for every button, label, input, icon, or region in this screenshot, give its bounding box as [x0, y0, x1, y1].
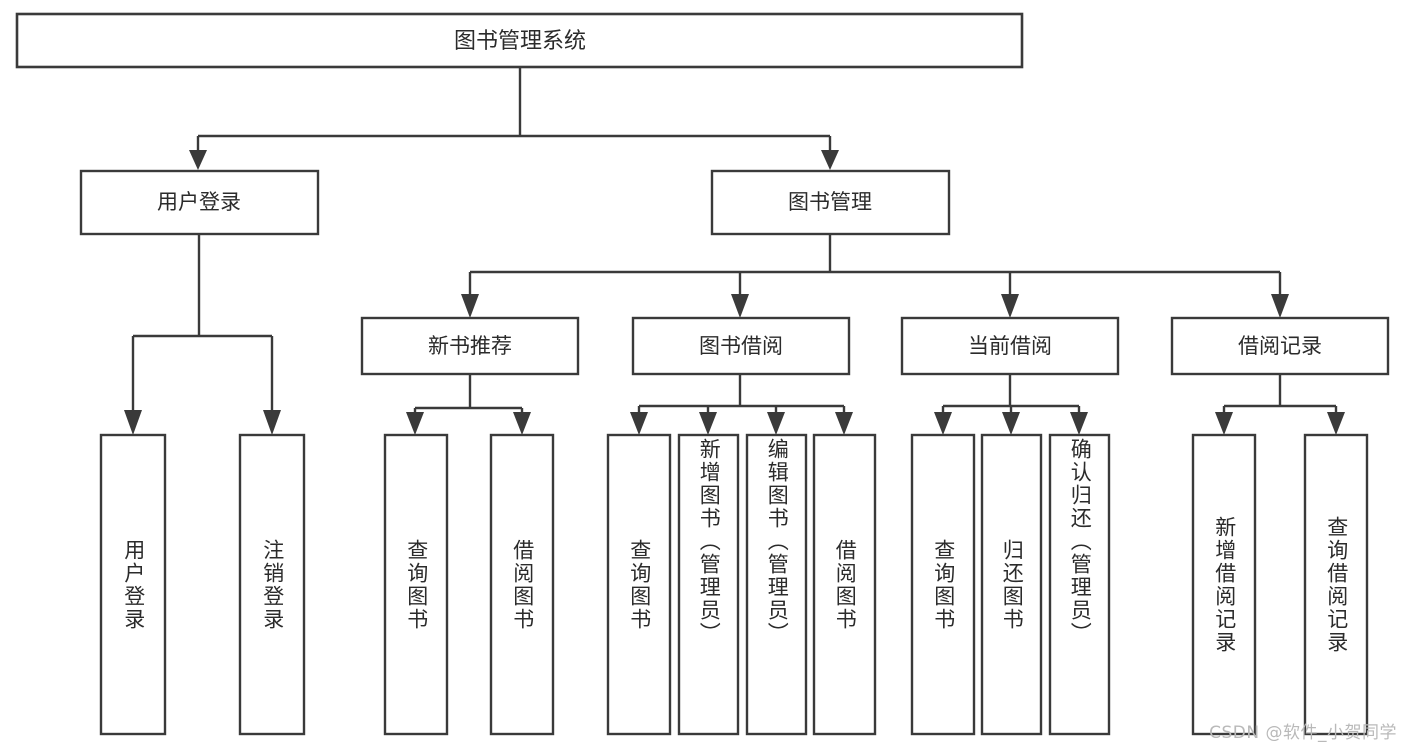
- arrow-to-leaf-return-book: [1002, 412, 1020, 435]
- leaf-user-login-box[interactable]: [99, 433, 167, 736]
- leaf-add-record-box[interactable]: [1191, 433, 1257, 736]
- arrow-to-leaf-add-book: [699, 412, 717, 435]
- leaf-add-book-box[interactable]: [677, 433, 740, 736]
- leaf-confirm-return-box[interactable]: [1048, 433, 1111, 736]
- arrow-to-new-book-recommend: [461, 294, 479, 318]
- arrow-to-leaf-add-record: [1215, 412, 1233, 435]
- node-book-borrow[interactable]: 图书借阅: [631, 316, 851, 376]
- node-borrow-record[interactable]: 借阅记录: [1170, 316, 1390, 376]
- node-borrow-record-box[interactable]: [1170, 316, 1390, 376]
- node-user-login[interactable]: 用户登录: [79, 169, 320, 236]
- arrow-to-leaf-query-book-2: [630, 412, 648, 435]
- node-current-borrow-box[interactable]: [900, 316, 1120, 376]
- node-new-book-recommend-label: 新书推荐: [428, 334, 512, 358]
- leaf-borrow-book-1-box[interactable]: [489, 433, 555, 736]
- node-user-login-box[interactable]: [79, 169, 320, 236]
- leaf-query-book-2-box[interactable]: [606, 433, 672, 736]
- arrow-to-leaf-edit-book: [767, 412, 785, 435]
- node-current-borrow[interactable]: 当前借阅: [900, 316, 1120, 376]
- node-book-management[interactable]: 图书管理: [710, 169, 951, 236]
- node-book-borrow-box[interactable]: [631, 316, 851, 376]
- arrow-to-leaf-user-logout: [263, 410, 281, 435]
- arrow-to-book-borrow: [731, 294, 749, 318]
- leaf-borrow-book-2-box[interactable]: [812, 433, 877, 736]
- arrow-to-leaf-query-record: [1327, 412, 1345, 435]
- arrow-root-to-book-management: [821, 150, 839, 170]
- arrow-to-leaf-borrow-book-1: [513, 412, 531, 435]
- arrow-to-leaf-user-login: [124, 410, 142, 435]
- node-borrow-record-label: 借阅记录: [1238, 334, 1322, 358]
- leaf-return-book-box[interactable]: [980, 433, 1043, 736]
- node-new-book-recommend[interactable]: 新书推荐: [360, 316, 580, 376]
- node-book-borrow-label: 图书借阅: [699, 334, 783, 358]
- arrow-to-leaf-confirm-return: [1070, 412, 1088, 435]
- leaf-query-book-3-box[interactable]: [910, 433, 976, 736]
- node-user-login-label: 用户登录: [157, 190, 241, 214]
- arrow-to-leaf-query-book-1: [406, 412, 424, 435]
- leaf-edit-book-box[interactable]: [745, 433, 808, 736]
- node-root-box[interactable]: [15, 12, 1024, 69]
- node-current-borrow-label: 当前借阅: [968, 334, 1052, 358]
- arrow-to-borrow-record: [1271, 294, 1289, 318]
- node-root[interactable]: 图书管理系统: [15, 12, 1024, 69]
- leaf-query-record-box[interactable]: [1303, 433, 1369, 736]
- node-root-label: 图书管理系统: [454, 29, 586, 54]
- node-new-book-recommend-box[interactable]: [360, 316, 580, 376]
- node-book-management-box[interactable]: [710, 169, 951, 236]
- csdn-watermark: CSDN @软件_小贺同学: [1209, 723, 1397, 743]
- arrow-root-to-user-login: [189, 150, 207, 170]
- node-book-management-label: 图书管理: [788, 190, 872, 214]
- leaf-query-book-1-box[interactable]: [383, 433, 449, 736]
- leaf-user-logout-box[interactable]: [238, 433, 306, 736]
- arrow-to-leaf-query-book-3: [934, 412, 952, 435]
- arrow-to-current-borrow: [1001, 294, 1019, 318]
- arrow-to-leaf-borrow-book-2: [835, 412, 853, 435]
- connector-group: [124, 67, 1345, 435]
